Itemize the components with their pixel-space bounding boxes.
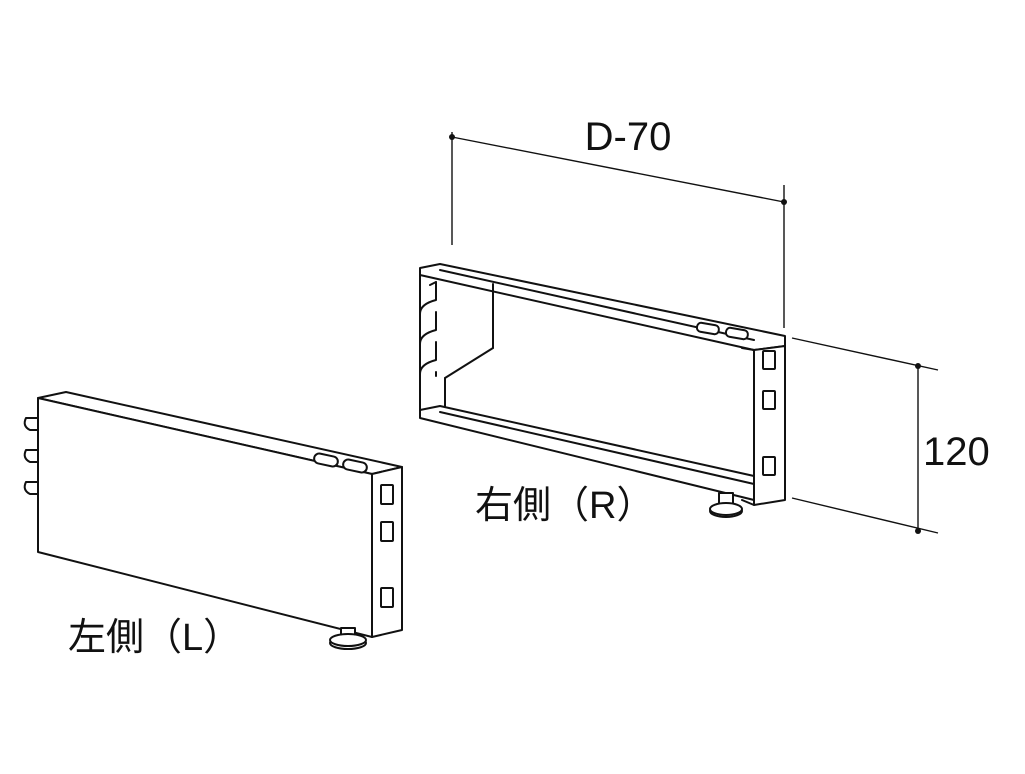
depth-dimension: D-70 (449, 115, 787, 328)
right-side-panel (419, 263, 786, 518)
left-side-panel (23, 391, 403, 650)
left-panel-label: 左側（L） (68, 617, 241, 659)
height-dimension-label: 120 (923, 430, 990, 474)
left-panel-leveler-foot (329, 627, 367, 650)
right-panel-leveler-foot (709, 492, 743, 518)
left-panel-hooks (23, 417, 39, 495)
depth-dimension-label: D-70 (585, 115, 672, 159)
right-panel-label: 右側（R） (475, 485, 654, 527)
height-dimension: 120 (791, 337, 990, 534)
right-panel-hooks (419, 274, 437, 411)
